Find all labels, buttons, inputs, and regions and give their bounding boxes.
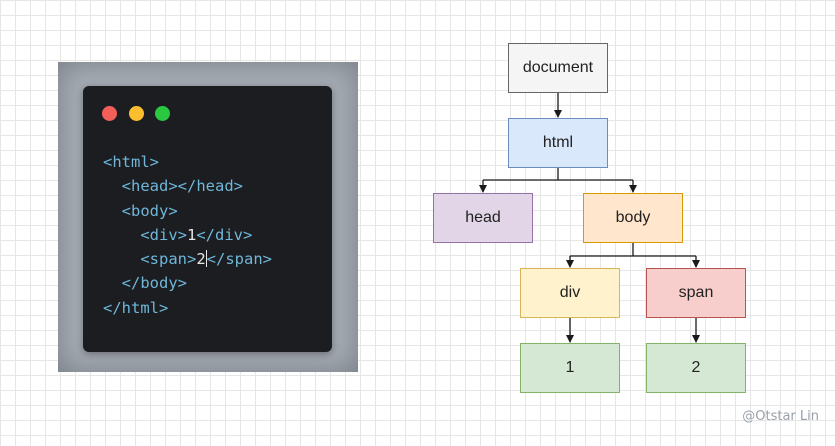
close-dot: [102, 106, 117, 121]
node-document: document: [508, 43, 608, 93]
code-tag-open: </html>: [103, 298, 169, 317]
code-tag-close: </div>: [196, 225, 253, 244]
node-text-1: 1: [520, 343, 620, 393]
code-window: <html> <head></head> <body> <div>1</div>…: [83, 86, 332, 352]
code-tag-open: <div>: [103, 225, 187, 244]
node-body: body: [583, 193, 683, 243]
code-line: </html>: [103, 296, 272, 320]
code-text-content: 2: [196, 250, 206, 269]
code-line: <body>: [103, 199, 272, 223]
code-tag-close: </span>: [206, 250, 272, 269]
code-block: <html> <head></head> <body> <div>1</div>…: [103, 150, 272, 320]
code-line: <div>1</div>: [103, 223, 272, 247]
code-line: <head></head>: [103, 174, 272, 198]
code-tag-open: <span>: [103, 250, 197, 269]
watermark: @Otstar Lin: [742, 409, 819, 424]
node-div: div: [520, 268, 620, 318]
node-html: html: [508, 118, 608, 168]
code-tag-open: </body>: [103, 274, 187, 293]
code-tag-open: <head></head>: [103, 177, 243, 196]
code-line: </body>: [103, 271, 272, 295]
code-tag-open: <html>: [103, 153, 159, 171]
code-line: <span>2</span>: [103, 247, 272, 271]
minimize-dot: [129, 106, 144, 121]
node-head: head: [433, 193, 533, 243]
code-tag-open: <body>: [103, 201, 178, 220]
code-line: <html>: [103, 150, 272, 174]
node-text-2: 2: [646, 343, 746, 393]
code-text-content: 1: [187, 225, 197, 244]
node-span: span: [646, 268, 746, 318]
text-cursor: [205, 250, 207, 268]
maximize-dot: [155, 106, 170, 121]
